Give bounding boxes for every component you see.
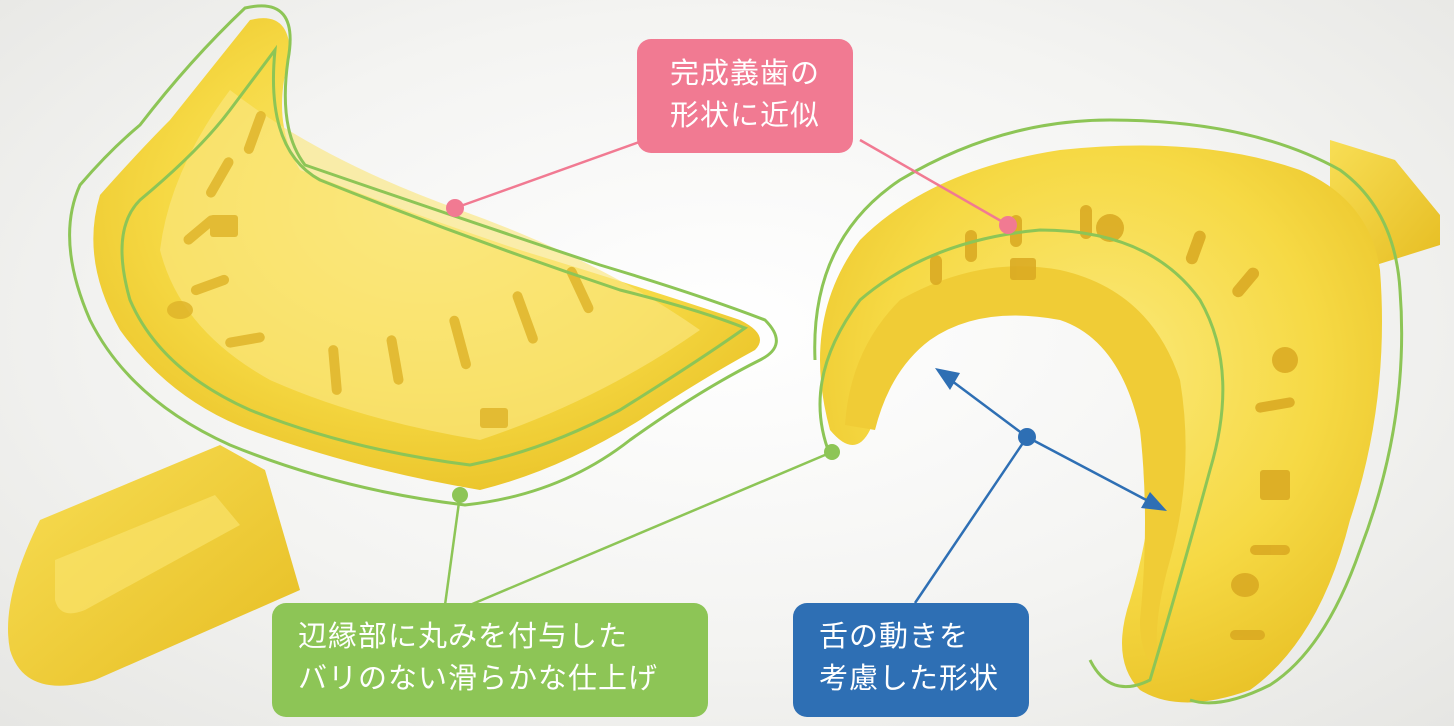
green-dot-upper [452,487,468,503]
pink-leaders [454,138,1009,227]
callout-rounded-edges: 辺縁部に丸みを付与した バリのない滑らかな仕上げ [272,603,708,717]
green-dot-lower [824,444,840,460]
callout-pink-line1: 完成義歯の [669,56,820,90]
pink-dot-lower [999,216,1017,234]
callout-pink-line2: 形状に近似 [669,98,820,133]
lower-tray-outer-outline [813,118,1404,705]
callout-blue-line1: 舌の動きを [819,619,970,653]
callout-green-line2: バリのない滑らかな仕上げ [298,661,659,696]
upper-tray-image [8,18,761,686]
green-leaders [443,450,833,607]
lower-tray-inner-outline [818,228,1225,689]
edge-outlines [68,4,1404,705]
blue-dot [1018,428,1036,446]
callout-tongue-movement: 舌の動きを 考慮した形状 [793,603,1029,717]
pink-dot-upper [446,199,464,217]
lower-tray-image [820,140,1440,703]
blue-arrowhead-up [935,368,960,390]
blue-arrowhead-down [1141,492,1167,511]
upper-tray-outline [68,4,778,507]
blue-leaders [913,376,1153,604]
upper-tray-inner-outline [120,44,749,467]
callout-shape-approximation: 完成義歯の 形状に近似 [637,39,853,153]
callout-green-line1: 辺縁部に丸みを付与した [298,619,629,653]
callout-blue-line2: 考慮した形状 [819,661,1000,696]
